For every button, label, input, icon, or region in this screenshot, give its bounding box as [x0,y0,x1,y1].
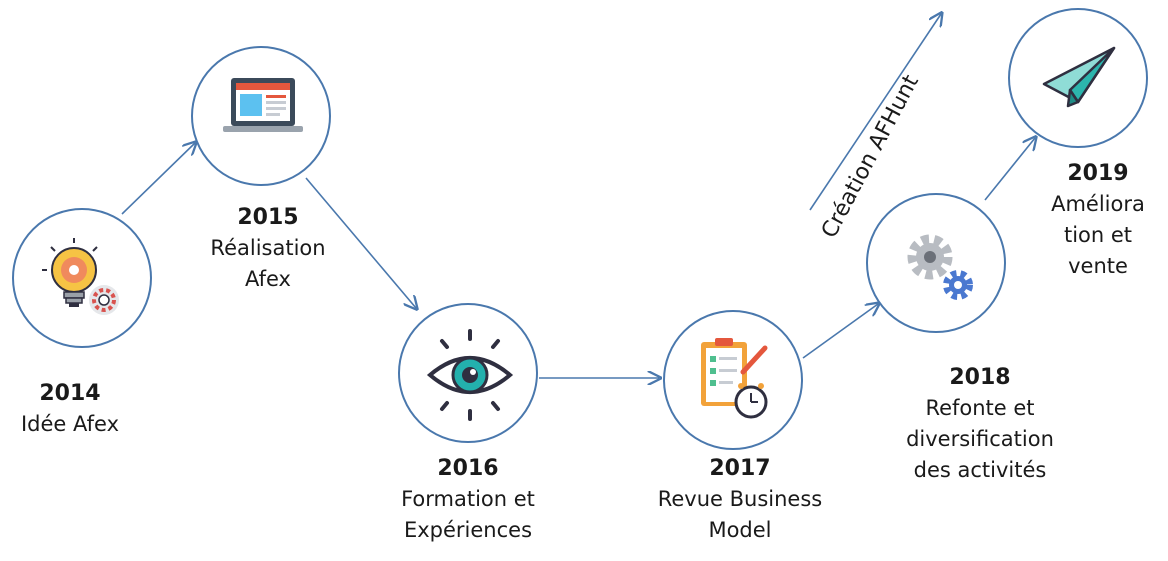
clipboard-checklist-icon [701,338,768,419]
milestone-node-2014 [12,208,152,348]
milestone-label-2016: 2016 Formation et Expériences [378,453,558,546]
milestone-label-2017: 2017 Revue Business Model [630,453,850,546]
milestone-node-2017 [663,310,803,450]
milestone-text: Améliora tion et vente [1051,192,1145,278]
milestone-text: Revue Business Model [657,487,823,542]
milestone-text: Réalisation Afex [210,236,326,291]
milestone-node-2019 [1008,8,1148,148]
lightbulb-gear-icon [42,238,119,315]
milestone-year: 2018 [949,365,1011,390]
milestone-node-2015 [191,46,331,186]
milestone-label-2019: 2019 Améliora tion et vente [1030,158,1166,282]
arrow-2014-2015 [121,143,195,215]
milestone-text: Idée Afex [20,412,120,436]
milestone-year: 2016 [437,456,499,481]
milestone-year: 2019 [1067,161,1129,186]
milestone-node-2016 [398,303,538,443]
milestone-label-2018: 2018 Refonte et diversification des acti… [880,362,1080,486]
milestone-year: 2015 [237,205,299,230]
arrow-2017-2018 [802,304,878,359]
arrow-2015-2016 [305,177,416,308]
milestone-text: Formation et Expériences [401,487,535,542]
milestone-label-2015: 2015 Réalisation Afex [188,202,348,295]
arrow-2018-2019 [984,138,1035,201]
milestone-year: 2017 [709,456,771,481]
milestone-year: 2014 [39,381,101,406]
milestone-text: Refonte et diversification des activités [906,396,1054,482]
eye-icon [426,329,514,421]
paper-plane-icon [1042,46,1116,108]
milestone-label-2014: 2014 Idée Afex [0,378,140,440]
laptop-icon [223,78,303,132]
milestone-node-2018 [866,193,1006,333]
arrow-creation-afhunt [809,14,941,211]
gears-icon [907,234,973,300]
